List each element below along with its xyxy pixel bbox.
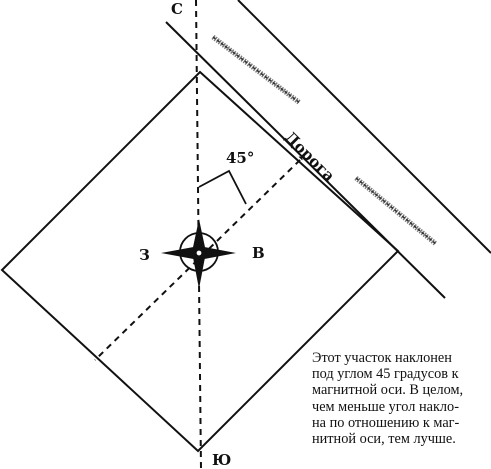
angle-label: 45°: [226, 149, 255, 167]
compass-needle-west: [161, 246, 199, 260]
note-line: нитной оси, тем лучше.: [312, 431, 456, 448]
note-line: Этот участок наклонен: [312, 350, 452, 366]
angle-marker: [198, 169, 247, 205]
note-line: чем меньше угол накло-: [312, 398, 459, 415]
road-marking-upper: [211, 35, 302, 105]
road-edge-upper: [237, 0, 491, 254]
south-label: Ю: [212, 451, 232, 469]
road-marking-lower: [354, 176, 438, 246]
note-line: под углом 45 градусов к: [312, 366, 459, 383]
north-label: С: [171, 0, 183, 18]
note-line: магнитной оси. В целом,: [312, 382, 464, 399]
compass-rose: [161, 219, 236, 289]
road-edge-lower: [165, 21, 446, 299]
compass-needle-north: [192, 219, 206, 252]
plot-boundary: [0, 70, 400, 453]
west-label: З: [139, 246, 150, 264]
compass-needle-south: [192, 252, 206, 289]
note-line: на по отношению к маг-: [312, 414, 460, 431]
east-label: В: [252, 244, 265, 262]
compass-needle-east: [199, 246, 236, 260]
explanation-note: Этот участок наклонен под углом 45 граду…: [312, 350, 488, 447]
